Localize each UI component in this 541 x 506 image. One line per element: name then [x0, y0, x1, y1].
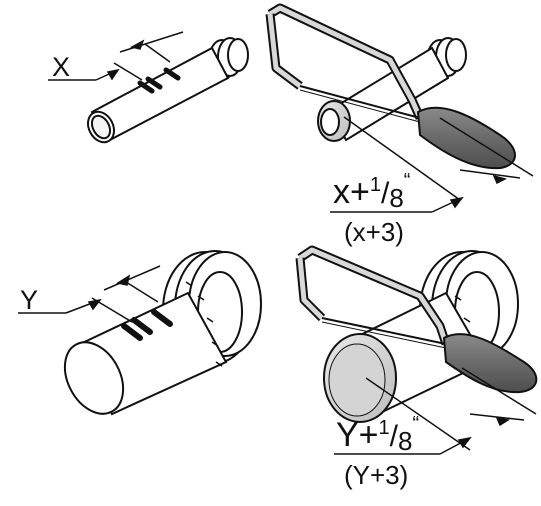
hacksaw-large [295, 245, 538, 394]
svg-text:Y+1/8“: Y+1/8“ [336, 413, 419, 456]
large-pipe-cut [323, 250, 519, 423]
x-dimension-leader [48, 31, 184, 81]
x-formula-slash: / [381, 177, 390, 210]
x-formula-var: x+ [333, 173, 370, 211]
y-formula-slash: / [390, 420, 399, 453]
y-label: Y [20, 285, 38, 315]
small-pipe-cut [317, 37, 467, 142]
y-formula-num: 1 [379, 417, 390, 439]
x-formula-quote: “ [404, 170, 411, 192]
y-formula-den: 8 [398, 426, 412, 456]
y-formula-quote: “ [412, 413, 419, 435]
x-formula-num: 1 [370, 174, 381, 196]
x-formula: x+1/8“ (x+3) [333, 170, 410, 247]
small-pipe-marked [87, 37, 249, 144]
y-formula-alt: (Y+3) [344, 460, 408, 490]
x-cut-dimension [330, 116, 534, 213]
hacksaw-small [265, 3, 516, 170]
x-label: X [52, 52, 70, 82]
y-cut-dimension [334, 367, 537, 455]
svg-text:x+1/8“: x+1/8“ [333, 170, 410, 213]
y-formula-var: Y+ [336, 416, 379, 454]
y-formula: Y+1/8“ (Y+3) [336, 413, 419, 490]
large-pipe-marked [63, 250, 262, 416]
x-formula-alt: (x+3) [344, 217, 404, 247]
x-formula-den: 8 [389, 183, 403, 213]
y-dimension-leader [18, 265, 161, 323]
